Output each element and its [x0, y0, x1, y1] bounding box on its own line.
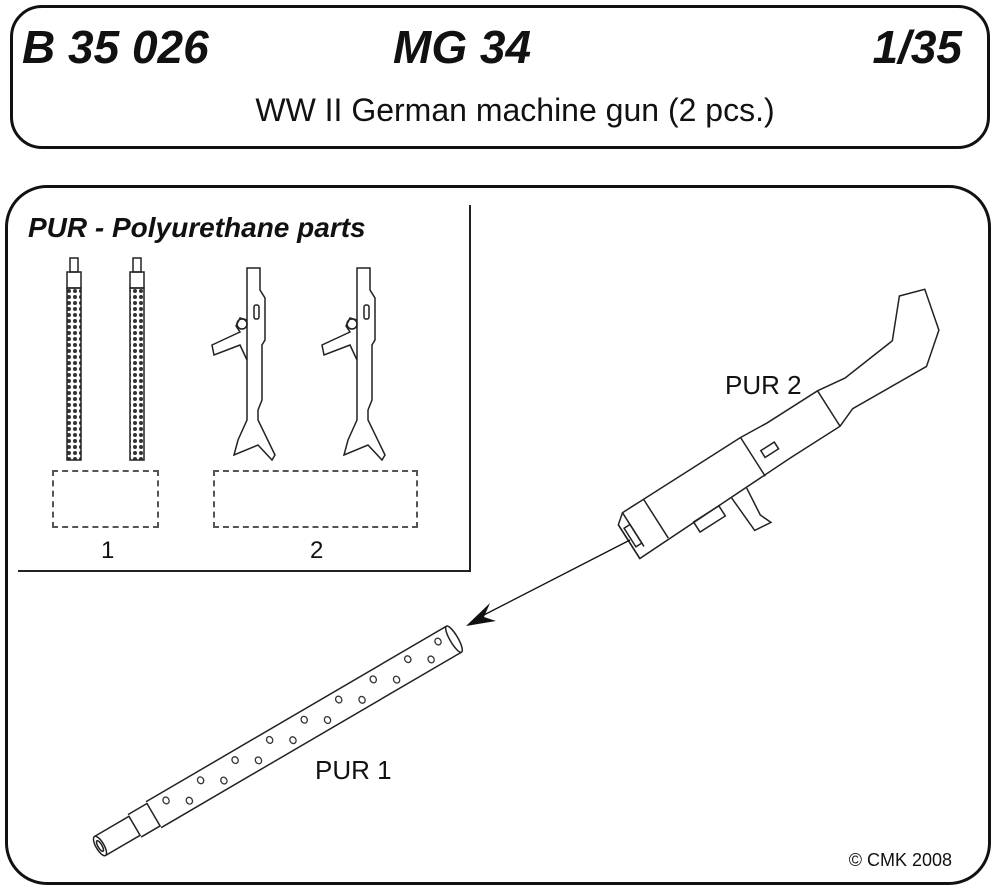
- model-name: MG 34: [393, 21, 532, 73]
- scale: 1/35: [872, 21, 962, 73]
- gun-body-drawing: [617, 288, 940, 560]
- part-1-label: 1: [101, 537, 115, 564]
- product-code: B 35 026: [22, 21, 209, 73]
- header-box: [10, 5, 990, 149]
- assembly-arrow: [466, 539, 631, 626]
- instruction-panel: [5, 185, 991, 885]
- callout-pur1: PUR 1: [315, 755, 392, 785]
- part-1-placeholder: [52, 470, 159, 528]
- parts-panel: [18, 205, 471, 572]
- gun-body-part-icon: [211, 267, 276, 462]
- copyright: © CMK 2008: [848, 850, 952, 870]
- gun-body-part-icon: [321, 267, 386, 462]
- barrel-part-icon: [66, 257, 82, 461]
- parts-panel-title: PUR - Polyurethane parts: [28, 212, 366, 243]
- barrel-part-icon: [129, 257, 145, 461]
- barrel-drawing: [92, 625, 464, 857]
- part-2-placeholder: [213, 470, 418, 528]
- callout-pur2: PUR 2: [725, 370, 802, 400]
- subtitle: WW II German machine gun (2 pcs.): [255, 92, 775, 128]
- part-2-label: 2: [310, 537, 324, 564]
